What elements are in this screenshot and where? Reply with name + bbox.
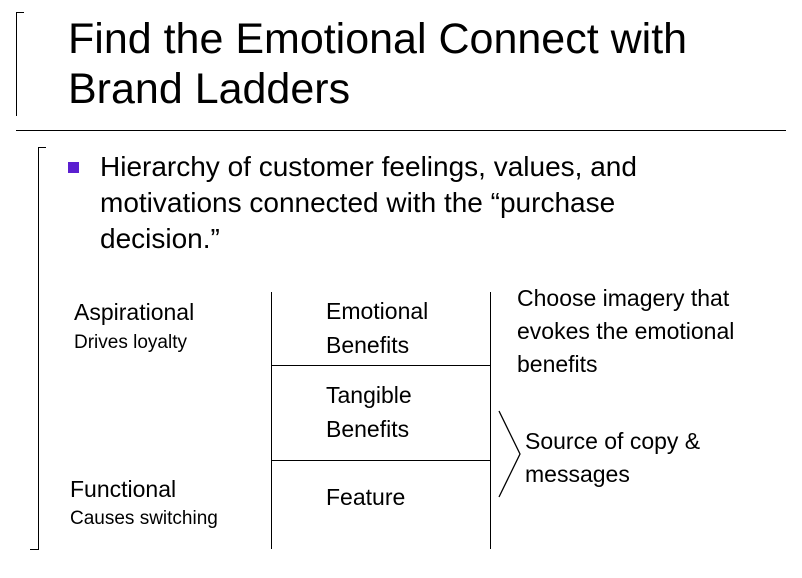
imagery-note-line-2: evokes the emotional (517, 318, 735, 344)
imagery-note-line-1: Choose imagery that (517, 285, 730, 311)
tangible-benefits-line-2: Benefits (326, 416, 410, 442)
imagery-note-line-3: benefits (517, 351, 598, 377)
tangible-benefits-line-1: Tangible (326, 382, 412, 408)
content-frame-left-line (38, 147, 39, 549)
bullet-line-1: Hierarchy of customer feelings, values, … (100, 151, 637, 182)
content-frame-bottom-tick (30, 549, 39, 550)
bullet-line-3: decision.” (100, 223, 220, 254)
aspirational-label: Aspirational (74, 299, 195, 325)
aspirational-sublabel: Drives loyalty (74, 332, 187, 353)
copy-note-line-1: Source of copy & (525, 428, 701, 454)
content-frame-top-tick (38, 147, 46, 148)
title-frame-left-line (16, 12, 17, 116)
title-divider-line (16, 130, 786, 131)
slide-title-line-2: Brand Ladders (68, 65, 351, 113)
ladder-rung-lower (271, 460, 491, 461)
ladder-right-divider (490, 292, 491, 549)
slide-title-line-1: Find the Emotional Connect with (68, 15, 688, 63)
functional-label: Functional (70, 476, 177, 502)
feature-label: Feature (326, 484, 406, 510)
bullet-square-icon (68, 162, 79, 173)
emotional-benefits-line-1: Emotional (326, 298, 429, 324)
title-frame-top-tick (16, 12, 24, 13)
ladder-rung-upper (271, 365, 491, 366)
emotional-benefits-line-2: Benefits (326, 332, 410, 358)
ladder-left-divider (271, 292, 272, 549)
functional-sublabel: Causes switching (70, 508, 218, 529)
bullet-line-2: motivations connected with the “purchase (100, 187, 616, 218)
copy-note-line-2: messages (525, 461, 630, 487)
slide-title: Find the Emotional Connect with Brand La… (68, 14, 788, 114)
bullet-text: Hierarchy of customer feelings, values, … (100, 149, 790, 257)
angle-bracket-icon (498, 410, 521, 498)
